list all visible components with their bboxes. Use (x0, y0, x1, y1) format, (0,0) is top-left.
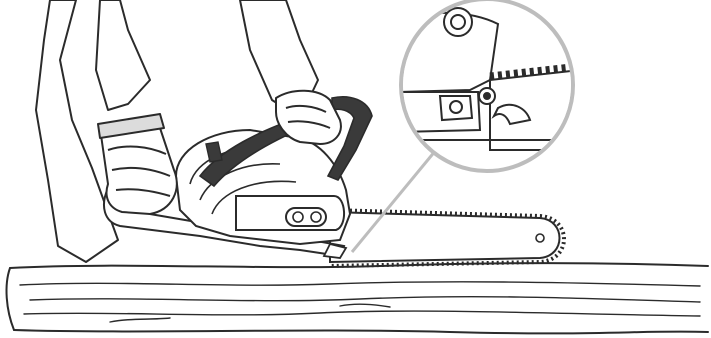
log-icon (7, 263, 708, 333)
magnifier-callout-icon (400, 0, 580, 171)
